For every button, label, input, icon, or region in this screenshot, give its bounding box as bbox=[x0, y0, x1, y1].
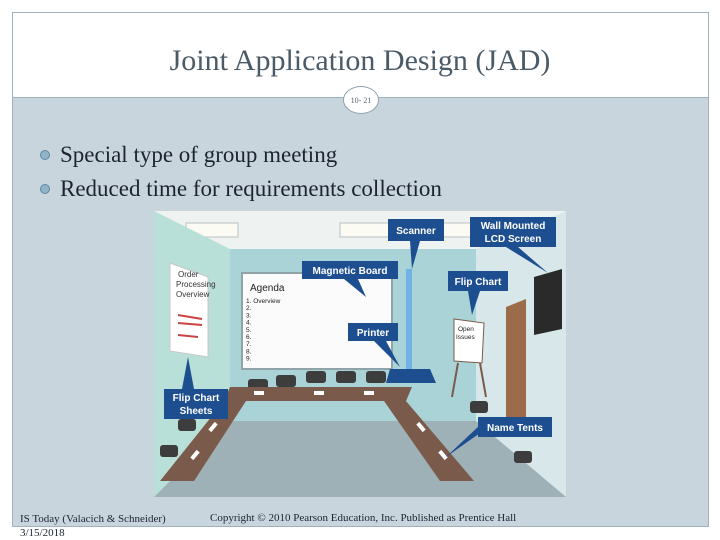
callout-flip-chart-sheets-label: Flip Chart bbox=[173, 393, 220, 404]
name-tent bbox=[364, 391, 374, 395]
chair bbox=[366, 371, 386, 383]
name-tent bbox=[190, 449, 200, 461]
sheet-scribble bbox=[177, 322, 203, 326]
callout-flip-chart bbox=[448, 271, 508, 291]
agenda-item: 5. bbox=[246, 327, 252, 334]
table-right bbox=[384, 401, 474, 481]
callout-pointer bbox=[344, 279, 366, 297]
callout-scanner-label: Scanner bbox=[396, 226, 436, 237]
callout-name-tents bbox=[478, 417, 552, 437]
bullet-text: Special type of group meeting bbox=[60, 142, 338, 167]
footer-copyright: Copyright © 2010 Pearson Education, Inc.… bbox=[210, 512, 517, 524]
callout-flip-chart-label: Flip Chart bbox=[455, 277, 502, 288]
printer bbox=[386, 369, 436, 383]
easel-leg bbox=[479, 362, 487, 398]
chair bbox=[306, 371, 326, 383]
agenda-title: Agenda bbox=[250, 283, 285, 294]
open-issues-text: Open bbox=[458, 326, 474, 333]
callout-printer bbox=[348, 323, 398, 341]
bullet-item: Reduced time for requirements collection bbox=[40, 172, 442, 206]
name-tent bbox=[438, 449, 448, 461]
easel-leg bbox=[451, 362, 459, 398]
name-tent bbox=[208, 421, 218, 433]
name-tent bbox=[416, 421, 426, 433]
table-left bbox=[160, 401, 246, 481]
bullet-dot-icon bbox=[40, 184, 50, 194]
chair bbox=[178, 419, 196, 431]
flip-chart-sheet bbox=[169, 262, 209, 358]
chair bbox=[276, 375, 296, 387]
title-band bbox=[12, 12, 709, 98]
agenda-item: 6. bbox=[246, 334, 252, 341]
jad-room-illustration: Order Processing Overview Agenda 1. Over… bbox=[154, 211, 566, 497]
slide-number-badge: 10- 21 bbox=[343, 86, 379, 114]
callouts bbox=[164, 217, 556, 457]
bullet-item: Special type of group meeting bbox=[40, 138, 442, 172]
bullet-list: Special type of group meeting Reduced ti… bbox=[40, 138, 442, 206]
callout-pointer bbox=[468, 291, 480, 315]
callout-name-tents-label: Name Tents bbox=[487, 423, 543, 434]
sheet-text: Order bbox=[178, 270, 199, 279]
callout-magnetic-board bbox=[302, 261, 398, 279]
callout-lcd-label: LCD Screen bbox=[485, 234, 542, 245]
name-tent bbox=[314, 391, 324, 395]
sheet-text: Overview bbox=[176, 290, 210, 299]
agenda-item: 9. bbox=[246, 356, 252, 363]
chair bbox=[514, 451, 532, 463]
sheet-scribble bbox=[177, 314, 203, 320]
callout-printer-label: Printer bbox=[357, 328, 389, 339]
callout-pointer bbox=[410, 241, 420, 269]
scanner bbox=[406, 269, 412, 369]
agenda-item: 3. bbox=[246, 312, 252, 319]
callout-flip-chart-sheets bbox=[164, 389, 228, 419]
slide-title: Joint Application Design (JAD) bbox=[169, 44, 551, 77]
name-tent bbox=[254, 391, 264, 395]
sheet-scribble bbox=[177, 334, 199, 338]
callout-lcd-screen bbox=[470, 217, 556, 247]
agenda-item: 1. Overview bbox=[246, 298, 281, 305]
agenda-item: 4. bbox=[246, 320, 252, 327]
footer-source-line: IS Today (Valacich & Schneider) bbox=[20, 513, 166, 525]
callout-lcd-label: Wall Mounted bbox=[481, 221, 546, 232]
chair bbox=[470, 401, 488, 413]
callout-pointer bbox=[506, 247, 548, 273]
callout-pointer bbox=[374, 341, 400, 367]
footer-source: IS Today (Valacich & Schneider) 3/15/201… bbox=[20, 512, 166, 540]
footer-date: 3/15/2018 bbox=[20, 527, 65, 539]
callout-scanner bbox=[388, 219, 444, 241]
agenda-item: 2. bbox=[246, 305, 252, 312]
door bbox=[506, 299, 526, 421]
callout-magnetic-board-label: Magnetic Board bbox=[312, 266, 387, 277]
agenda-item: 7. bbox=[246, 341, 252, 348]
callout-pointer bbox=[446, 425, 480, 457]
callout-pointer bbox=[182, 357, 194, 389]
chair bbox=[336, 371, 356, 383]
flip-chart bbox=[453, 318, 485, 364]
open-issues-text: Issues bbox=[456, 334, 476, 341]
lcd-screen bbox=[534, 269, 562, 335]
magnetic-board bbox=[241, 272, 393, 370]
callout-flip-chart-sheets-label: Sheets bbox=[180, 406, 213, 417]
bullet-text: Reduced time for requirements collection bbox=[60, 176, 442, 201]
agenda-item: 8. bbox=[246, 348, 252, 355]
bullet-dot-icon bbox=[40, 150, 50, 160]
sheet-text: Processing bbox=[176, 280, 216, 289]
chair bbox=[160, 445, 178, 457]
